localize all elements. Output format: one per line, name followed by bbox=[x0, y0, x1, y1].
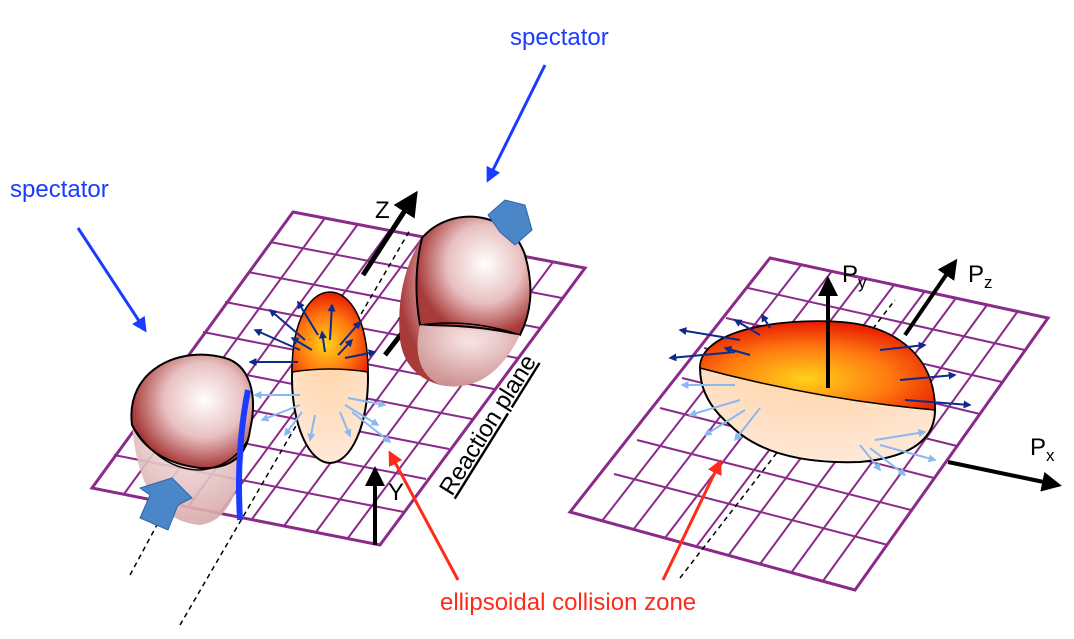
right-upper-flow-arrows bbox=[668, 313, 972, 409]
collision-pointer-arrow-left bbox=[388, 450, 460, 581]
left-lower-flow-arrows bbox=[253, 391, 392, 443]
right-panel: Py Pz Px bbox=[567, 256, 1062, 592]
px-axis-arrow bbox=[947, 460, 1062, 492]
spectator-label-left: spectator bbox=[10, 176, 109, 203]
left-lower-beam-dashed bbox=[129, 509, 166, 576]
collision-zone-label: ellipsoidal collision zone bbox=[440, 589, 696, 616]
spectator-label-top: spectator bbox=[510, 24, 609, 51]
pz-axis-label: Pz bbox=[968, 261, 993, 292]
central-collision-zone bbox=[291, 291, 369, 464]
right-collision-ellipsoid bbox=[698, 320, 937, 464]
pz-axis-arrow bbox=[903, 258, 958, 337]
spectator-top-pointer-arrow bbox=[486, 64, 547, 183]
left-push-arrow bbox=[138, 477, 193, 531]
spectator-left-pointer-arrow bbox=[76, 227, 147, 333]
right-push-arrow bbox=[487, 199, 533, 246]
left-upper-flow-arrows bbox=[248, 300, 377, 366]
left-panel: Z Y bbox=[89, 190, 588, 626]
left-spectator-nucleus bbox=[130, 353, 254, 531]
py-axis-label: Py bbox=[842, 261, 867, 292]
right-spectator-nucleus bbox=[399, 199, 533, 387]
y-axis-label: Y bbox=[388, 479, 404, 506]
z-axis-label: Z bbox=[375, 197, 390, 224]
left-beam-axis-dashed bbox=[179, 229, 411, 626]
px-axis-label: Px bbox=[1030, 434, 1055, 465]
collision-pointer-arrow-right bbox=[661, 459, 722, 581]
right-lower-flow-arrows bbox=[680, 381, 937, 476]
z-axis-arrow bbox=[360, 190, 418, 277]
